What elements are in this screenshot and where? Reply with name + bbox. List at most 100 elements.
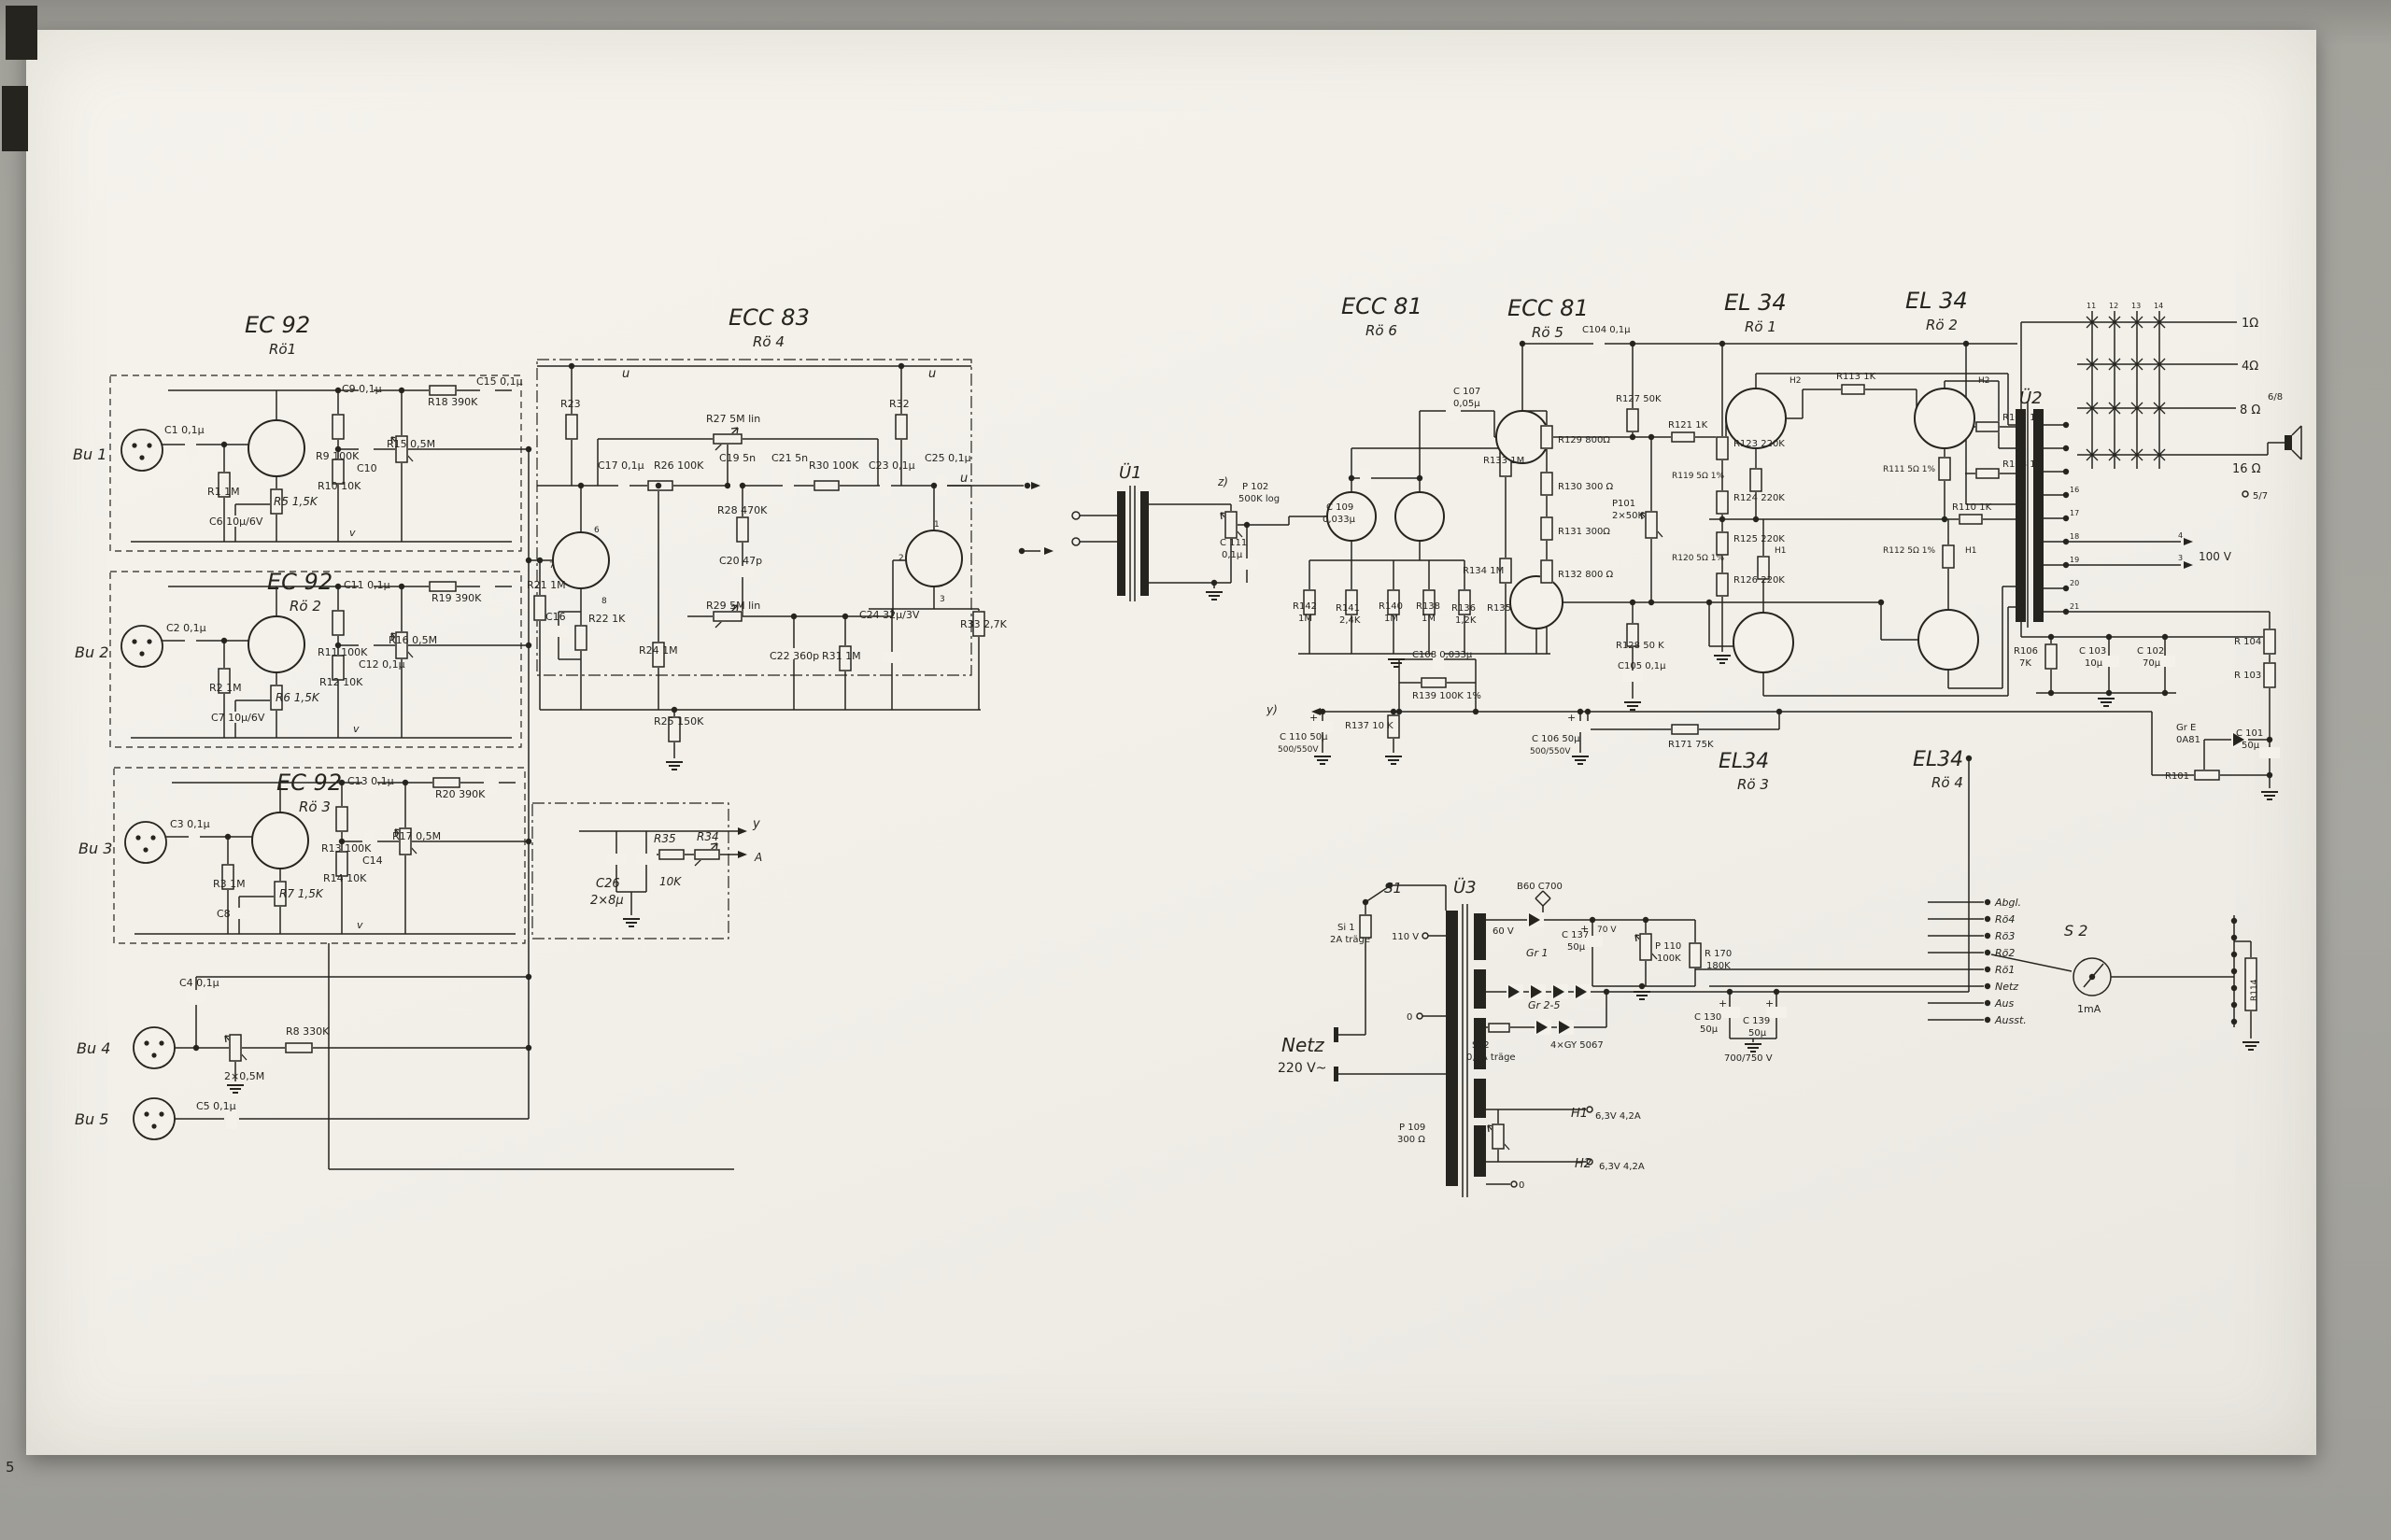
schematic-label: 2A träge bbox=[1330, 935, 1370, 945]
schematic-label: Bu 1 bbox=[73, 445, 106, 463]
schematic-label: R141 bbox=[1336, 603, 1360, 614]
schematic-label: 4Ω bbox=[2242, 360, 2258, 374]
schematic-label: C3 0,1µ bbox=[170, 818, 210, 830]
schematic-label: R112 5Ω 1% bbox=[1883, 546, 1935, 556]
schematic-label: C 130 bbox=[1694, 1012, 1721, 1023]
schematic-label: 16 Ω bbox=[2232, 462, 2261, 476]
schematic-label: A bbox=[754, 851, 762, 864]
schematic-label: R114 bbox=[2250, 979, 2259, 1001]
schematic-label: 300 Ω bbox=[1397, 1135, 1425, 1145]
schematic-label: R17 0,5M bbox=[392, 830, 441, 842]
schematic-label: R26 100K bbox=[654, 459, 704, 472]
schematic-label: R125 220K bbox=[1733, 534, 1785, 544]
schematic-label: EC 92 bbox=[276, 770, 342, 796]
schematic-label: 50µ bbox=[1567, 942, 1586, 953]
schematic-label: EC 92 bbox=[267, 569, 332, 595]
schematic-label: R1 1M bbox=[207, 486, 240, 498]
schematic-label: R133 1M bbox=[1483, 456, 1524, 466]
schematic-label: R134 1M bbox=[1463, 566, 1504, 576]
schematic-label: Aus bbox=[1994, 997, 2014, 1010]
schematic-label: R139 100K 1% bbox=[1412, 691, 1481, 701]
schematic-label: R137 10 K bbox=[1345, 721, 1394, 731]
schematic-label: 6,3V 4,2A bbox=[1595, 1111, 1641, 1122]
schematic-label: C16 bbox=[545, 611, 566, 623]
schematic-label: Rö 5 bbox=[1532, 324, 1563, 341]
schematic-label: R31 1M bbox=[822, 650, 861, 662]
schematic-label: v bbox=[357, 919, 363, 931]
schematic-label: 2,4K bbox=[1339, 615, 1361, 626]
schematic-label: 0 bbox=[1519, 1180, 1524, 1191]
schematic-label: Rö 1 bbox=[1745, 318, 1776, 335]
schematic-label: R34 bbox=[697, 830, 719, 843]
schematic-label: 7 bbox=[549, 561, 555, 571]
schematic-label: R13 100K bbox=[321, 842, 372, 855]
schematic-label: R11 100K bbox=[318, 646, 368, 658]
schematic-label: R24 1M bbox=[639, 644, 678, 657]
schematic-label: C 109 bbox=[1326, 502, 1353, 513]
schematic-label: R142 bbox=[1293, 601, 1317, 612]
schematic-label: C5 0,1µ bbox=[196, 1100, 236, 1112]
schematic-label: R3 1M bbox=[213, 878, 246, 890]
schematic-label: R135 bbox=[1487, 603, 1511, 614]
schematic-label: C 107 bbox=[1453, 387, 1480, 397]
schematic-label: 16 bbox=[2070, 486, 2079, 494]
schematic-label: v bbox=[349, 527, 356, 539]
schematic-label: 14 bbox=[2154, 302, 2163, 310]
schematic-label: C 106 50µ bbox=[1532, 734, 1580, 744]
schematic-label: C 111 bbox=[1220, 538, 1247, 548]
schematic-label: Rö 3 bbox=[1737, 776, 1769, 793]
schematic-label: R111 5Ω 1% bbox=[1883, 465, 1935, 474]
schematic-label: 500/550V bbox=[1278, 745, 1319, 755]
schematic-label: C105 0,1µ bbox=[1618, 661, 1666, 671]
schematic-label: EL 34 bbox=[1905, 288, 1968, 314]
schematic-label: 70 V bbox=[1597, 925, 1617, 935]
schematic-label: C23 0,1µ bbox=[869, 459, 915, 472]
schematic-label: Rö1 bbox=[1995, 964, 2015, 976]
schematic-label: EL34 bbox=[1719, 750, 1769, 773]
schematic-label: Abgl. bbox=[1994, 897, 2021, 909]
schematic-label: 3 bbox=[2178, 554, 2183, 562]
schematic-label: C 110 50µ bbox=[1280, 732, 1328, 742]
schematic-label: u bbox=[960, 472, 968, 486]
schematic-label: Ü3 bbox=[1453, 877, 1477, 897]
schematic-label: 20 bbox=[2070, 579, 2079, 587]
schematic-label: R16 0,5M bbox=[389, 634, 437, 646]
schematic-label: Rö1 bbox=[269, 341, 296, 358]
schematic-label: C24 32µ/3V bbox=[859, 609, 920, 621]
schematic-label: R2 1M bbox=[209, 682, 242, 694]
schematic-label: C108 0,033µ bbox=[1412, 650, 1473, 660]
wiring-layer bbox=[131, 311, 2302, 1197]
schematic-label: 11 bbox=[2087, 302, 2096, 310]
schematic-label: C20 47p bbox=[719, 555, 762, 567]
schematic-label: H2 bbox=[1575, 1157, 1592, 1171]
schematic-label: S 2 bbox=[2064, 922, 2087, 940]
schematic-label: Rö4 bbox=[1995, 913, 2015, 925]
schematic-label: 0,033µ bbox=[1323, 515, 1356, 525]
schematic-label: 3 bbox=[940, 595, 945, 604]
schematic-label: R28 470K bbox=[717, 504, 768, 516]
schematic-label: 17 bbox=[2070, 509, 2079, 517]
schematic-label: Rö 2 bbox=[290, 598, 321, 615]
schematic-label: u bbox=[928, 367, 936, 381]
schematic-label: R128 50 K bbox=[1616, 641, 1664, 651]
schematic-label: B60 C700 bbox=[1517, 882, 1563, 892]
schematic-label: R18 390K bbox=[428, 396, 478, 408]
schematic-label: 8 Ω bbox=[2240, 403, 2260, 417]
schematic-label: 180K bbox=[1706, 961, 1731, 971]
schematic-label: 2×0,5M bbox=[224, 1070, 264, 1082]
schematic-label: C15 0,1µ bbox=[476, 375, 523, 388]
schematic-label: R 104 bbox=[2234, 637, 2261, 647]
schematic-label: Bu 4 bbox=[77, 1039, 110, 1057]
schematic-label: C12 0,1µ bbox=[359, 658, 405, 671]
schematic-label: R23 bbox=[560, 398, 581, 410]
schematic-label: C11 0,1µ bbox=[344, 579, 390, 591]
schematic-label: 0,05µ bbox=[1453, 399, 1480, 409]
schematic-label: 19 bbox=[2070, 556, 2079, 564]
schematic-label: 10µ bbox=[2085, 658, 2103, 669]
schematic-label: R12 10K bbox=[319, 676, 363, 688]
schematic-label: H2 bbox=[1790, 376, 1802, 386]
schematic-label: 7K bbox=[2019, 658, 2031, 669]
schematic-label: + bbox=[1580, 923, 1589, 935]
